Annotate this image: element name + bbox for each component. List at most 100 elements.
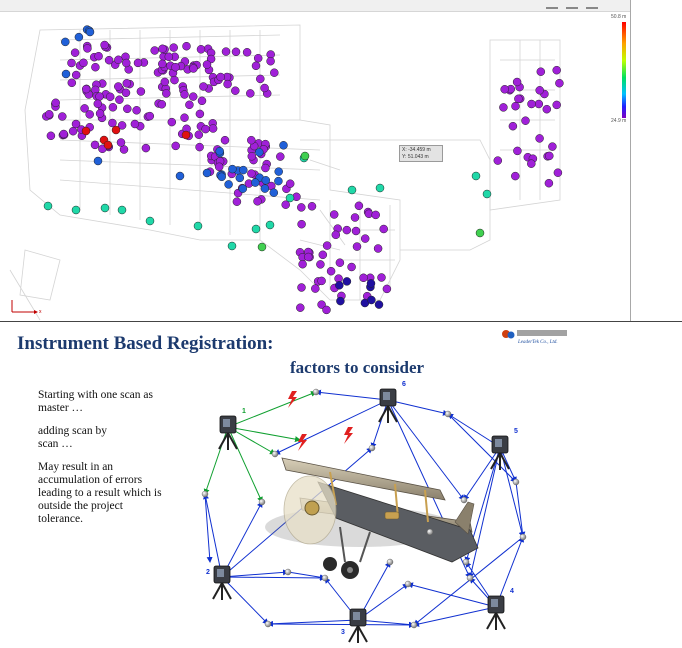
scan-point[interactable] bbox=[281, 200, 290, 209]
scan-point[interactable] bbox=[322, 241, 332, 250]
scan-point[interactable] bbox=[300, 151, 310, 161]
scan-point[interactable] bbox=[220, 135, 230, 145]
scan-point[interactable] bbox=[46, 131, 56, 141]
scan-point[interactable] bbox=[85, 27, 95, 37]
scan-point[interactable] bbox=[251, 224, 261, 234]
scan-point[interactable] bbox=[545, 151, 554, 161]
scan-point[interactable] bbox=[257, 242, 267, 252]
scan-point[interactable] bbox=[499, 103, 508, 112]
scan-point[interactable] bbox=[511, 101, 520, 111]
scan-point[interactable] bbox=[136, 87, 146, 96]
scan-point[interactable] bbox=[93, 156, 103, 166]
scan-point[interactable] bbox=[342, 277, 352, 286]
scan-point[interactable] bbox=[253, 53, 263, 63]
scan-point[interactable] bbox=[83, 44, 92, 53]
scan-point[interactable] bbox=[51, 98, 60, 108]
scan-point[interactable] bbox=[514, 94, 523, 104]
scan-point[interactable] bbox=[199, 82, 208, 91]
scan-point[interactable] bbox=[117, 205, 127, 215]
scan-point[interactable] bbox=[196, 45, 206, 54]
scan-point[interactable] bbox=[115, 95, 124, 104]
scan-point[interactable] bbox=[169, 43, 178, 52]
scan-point[interactable] bbox=[182, 41, 191, 51]
scan-point[interactable] bbox=[164, 52, 174, 62]
scan-point[interactable] bbox=[555, 78, 564, 88]
window-control-2[interactable] bbox=[566, 7, 578, 9]
scan-point[interactable] bbox=[71, 119, 81, 129]
scan-point[interactable] bbox=[335, 258, 345, 267]
scan-point[interactable] bbox=[375, 183, 385, 193]
scan-point[interactable] bbox=[81, 126, 91, 136]
scan-point[interactable] bbox=[231, 47, 241, 57]
scan-point[interactable] bbox=[79, 58, 88, 68]
scan-point[interactable] bbox=[255, 148, 264, 157]
scan-point[interactable] bbox=[215, 146, 224, 156]
scan-point[interactable] bbox=[145, 216, 155, 226]
scan-point[interactable] bbox=[202, 60, 212, 69]
scan-point[interactable] bbox=[366, 279, 376, 288]
scan-point[interactable] bbox=[534, 99, 544, 109]
scan-point[interactable] bbox=[482, 189, 492, 199]
scan-point[interactable] bbox=[336, 296, 345, 306]
scan-point[interactable] bbox=[180, 90, 189, 99]
scan-point[interactable] bbox=[279, 141, 288, 150]
scan-point[interactable] bbox=[260, 184, 270, 193]
scan-point[interactable] bbox=[121, 88, 131, 98]
point-cloud-viewer[interactable]: 50.8 m 24.9 m x X: -34.459 m Y: 51.043 m bbox=[0, 0, 682, 322]
scan-point[interactable] bbox=[162, 89, 171, 98]
scan-point[interactable] bbox=[158, 59, 167, 69]
scan-point[interactable] bbox=[354, 201, 364, 211]
scan-point[interactable] bbox=[513, 146, 522, 156]
scan-point[interactable] bbox=[103, 140, 113, 150]
scan-point[interactable] bbox=[285, 179, 295, 188]
scan-point[interactable] bbox=[85, 110, 94, 119]
scan-point[interactable] bbox=[367, 295, 376, 305]
scan-point[interactable] bbox=[316, 260, 325, 269]
scan-point[interactable] bbox=[158, 44, 167, 54]
scan-point[interactable] bbox=[251, 178, 260, 187]
scan-point[interactable] bbox=[261, 163, 270, 173]
scan-point[interactable] bbox=[511, 171, 520, 181]
scan-point[interactable] bbox=[317, 276, 326, 286]
scan-point[interactable] bbox=[371, 210, 380, 220]
scan-point[interactable] bbox=[227, 241, 237, 251]
scan-point[interactable] bbox=[105, 92, 115, 102]
scan-point[interactable] bbox=[130, 119, 140, 129]
scan-point[interactable] bbox=[274, 176, 283, 186]
scan-point[interactable] bbox=[228, 164, 237, 174]
scan-point[interactable] bbox=[80, 104, 89, 113]
scan-point[interactable] bbox=[329, 210, 339, 219]
scan-point[interactable] bbox=[216, 72, 225, 82]
scan-point[interactable] bbox=[296, 303, 305, 312]
scan-point[interactable] bbox=[117, 121, 127, 130]
scan-point[interactable] bbox=[542, 104, 552, 114]
scan-point[interactable] bbox=[157, 100, 167, 109]
scan-point[interactable] bbox=[201, 124, 210, 134]
scan-point[interactable] bbox=[217, 172, 226, 182]
scan-point[interactable] bbox=[44, 110, 54, 119]
scan-point[interactable] bbox=[297, 283, 306, 292]
scan-point[interactable] bbox=[536, 67, 546, 76]
scan-point[interactable] bbox=[322, 305, 331, 315]
scan-point[interactable] bbox=[43, 201, 53, 211]
scan-point[interactable] bbox=[74, 32, 84, 42]
scan-point[interactable] bbox=[335, 281, 344, 290]
scan-point[interactable] bbox=[521, 116, 530, 125]
scan-point[interactable] bbox=[527, 159, 536, 168]
scan-point[interactable] bbox=[500, 85, 509, 94]
scan-point[interactable] bbox=[59, 129, 68, 139]
scan-point[interactable] bbox=[374, 300, 384, 309]
scan-point[interactable] bbox=[81, 84, 91, 94]
scan-point[interactable] bbox=[317, 300, 326, 309]
scan-point[interactable] bbox=[223, 79, 232, 89]
scan-point[interactable] bbox=[270, 68, 279, 77]
scan-point[interactable] bbox=[116, 138, 126, 147]
scan-point[interactable] bbox=[67, 58, 76, 68]
scan-point[interactable] bbox=[160, 77, 170, 87]
scan-point[interactable] bbox=[552, 65, 561, 75]
scan-point[interactable] bbox=[548, 142, 557, 151]
scan-point[interactable] bbox=[304, 252, 313, 262]
scan-point[interactable] bbox=[90, 140, 100, 150]
scan-point[interactable] bbox=[95, 109, 105, 118]
scan-point[interactable] bbox=[246, 89, 255, 98]
